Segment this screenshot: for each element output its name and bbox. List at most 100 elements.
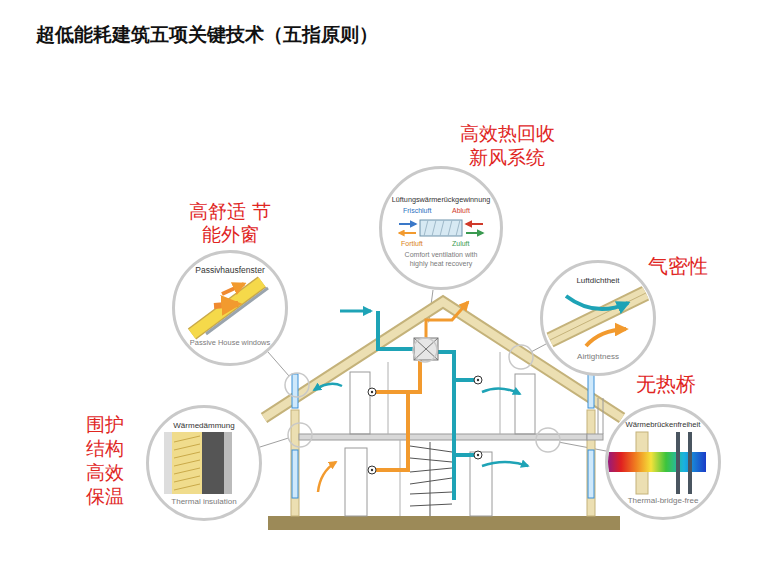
railing bbox=[598, 398, 599, 434]
heat-exchanger bbox=[424, 220, 428, 236]
insulation-detail bbox=[164, 432, 232, 494]
circle-outline bbox=[381, 168, 502, 289]
leader-ring bbox=[509, 345, 533, 369]
technique-heading: 围护 结构 高效 保温 bbox=[86, 413, 128, 509]
heat-exchanger bbox=[448, 220, 452, 236]
airflow-arrow bbox=[318, 462, 336, 492]
insulation-hatch bbox=[174, 476, 200, 482]
technique-circle: 气密性LuftdichtheitAirtightness bbox=[540, 260, 656, 376]
airflow-arrow bbox=[466, 232, 483, 234]
detail-grounds bbox=[147, 167, 720, 520]
airflow-arrow bbox=[399, 232, 416, 234]
insulation-hatch bbox=[174, 444, 200, 450]
thermal-bridge-detail bbox=[606, 432, 706, 494]
render-layer bbox=[164, 432, 172, 494]
stair bbox=[410, 446, 452, 452]
partition bbox=[500, 352, 501, 434]
insulation-hatch bbox=[174, 452, 200, 458]
outlet-symbol bbox=[477, 454, 479, 456]
airflow-label: Abluft bbox=[452, 207, 470, 215]
frame-post bbox=[676, 432, 680, 494]
english-label: Airtightness bbox=[540, 352, 656, 362]
outlet-symbol bbox=[371, 391, 373, 393]
wall bbox=[587, 410, 595, 516]
technique-heading: 无热桥 bbox=[636, 372, 706, 396]
exhaust-duct bbox=[426, 302, 468, 338]
ground-slab bbox=[268, 516, 620, 530]
leader-line bbox=[560, 442, 606, 451]
window-frame bbox=[192, 282, 262, 334]
insulation-hatch bbox=[174, 468, 200, 474]
frame-post bbox=[688, 432, 692, 494]
detail-ground bbox=[380, 167, 502, 289]
outlet-symbol bbox=[474, 451, 482, 459]
technique-circle: 高效热回收 新风系统LüftungswärmerückgewinnungFris… bbox=[379, 166, 503, 290]
window bbox=[292, 450, 298, 498]
ventilation-detail bbox=[399, 220, 483, 236]
extract-duct bbox=[372, 360, 420, 392]
door bbox=[515, 374, 535, 434]
airflow-arrow bbox=[482, 462, 528, 466]
window bbox=[292, 374, 298, 408]
technique-circle: 无热桥WärmebrückenfreiheitThermal-bridge-fr… bbox=[605, 404, 721, 520]
insulation-hatch bbox=[174, 484, 200, 490]
airflow-arrow bbox=[399, 223, 416, 225]
window-glass bbox=[206, 288, 268, 334]
technique-heading: 高舒适 节能外窗 bbox=[185, 200, 275, 246]
balcony-slab bbox=[587, 434, 603, 440]
outlet-symbol bbox=[371, 469, 373, 471]
airflow-label: Fortluft bbox=[401, 240, 423, 248]
outlet-symbol bbox=[474, 376, 482, 384]
insulation-hatch bbox=[174, 460, 200, 466]
leader-ring bbox=[285, 373, 309, 397]
airflow-arrow bbox=[482, 388, 520, 394]
stair bbox=[410, 458, 452, 462]
airflow-arrow bbox=[314, 384, 342, 390]
air-arrow bbox=[586, 329, 626, 346]
airflow-arrow bbox=[466, 223, 483, 225]
airflow-label: Zuluft bbox=[452, 240, 470, 248]
insulation-hatch bbox=[174, 436, 200, 442]
english-label: Thermal-bridge-free bbox=[605, 496, 721, 506]
window-frame bbox=[192, 282, 262, 334]
concrete-layer bbox=[202, 432, 224, 494]
supply-duct bbox=[378, 311, 414, 349]
technique-heading: 高效热回收 新风系统 bbox=[452, 122, 562, 170]
window bbox=[588, 450, 594, 498]
leader-ring bbox=[536, 428, 560, 452]
circle-outline bbox=[379, 166, 503, 290]
leader-line bbox=[532, 344, 546, 352]
english-label: Thermal insulation bbox=[146, 497, 262, 507]
german-label: Wärmebrückenfreiheit bbox=[605, 420, 721, 430]
airtightness-detail bbox=[550, 292, 648, 346]
stair bbox=[410, 504, 452, 506]
leader-ring bbox=[413, 338, 437, 362]
heat-exchanger bbox=[420, 220, 462, 236]
leader-rings bbox=[285, 338, 560, 452]
heat-arrow bbox=[222, 284, 244, 294]
airtight-membrane bbox=[550, 292, 648, 340]
leader-line bbox=[268, 352, 289, 376]
floor-slab bbox=[299, 434, 587, 440]
stair bbox=[410, 478, 452, 484]
airflow-label: Frischluft bbox=[403, 207, 431, 215]
detail-ground bbox=[541, 261, 655, 375]
insulation-layer bbox=[172, 432, 202, 494]
english-label: Comfort ventilation with highly heat rec… bbox=[396, 251, 486, 268]
detail-ground bbox=[147, 406, 261, 520]
air-arrow bbox=[566, 296, 628, 309]
door bbox=[345, 448, 367, 516]
outlet-symbol bbox=[368, 388, 376, 396]
outlet-symbol bbox=[477, 379, 479, 381]
english-label: Passive House windows bbox=[172, 338, 288, 347]
railing bbox=[603, 398, 604, 434]
heat-exchanger bbox=[432, 220, 436, 236]
german-label: Lüftungswärmerückgewinnung bbox=[379, 195, 503, 204]
partition bbox=[388, 362, 389, 434]
stair bbox=[410, 492, 452, 494]
technique-heading: 气密性 bbox=[648, 254, 718, 278]
supply-duct bbox=[438, 352, 454, 500]
partition bbox=[400, 440, 401, 516]
detail-ground bbox=[173, 251, 287, 365]
